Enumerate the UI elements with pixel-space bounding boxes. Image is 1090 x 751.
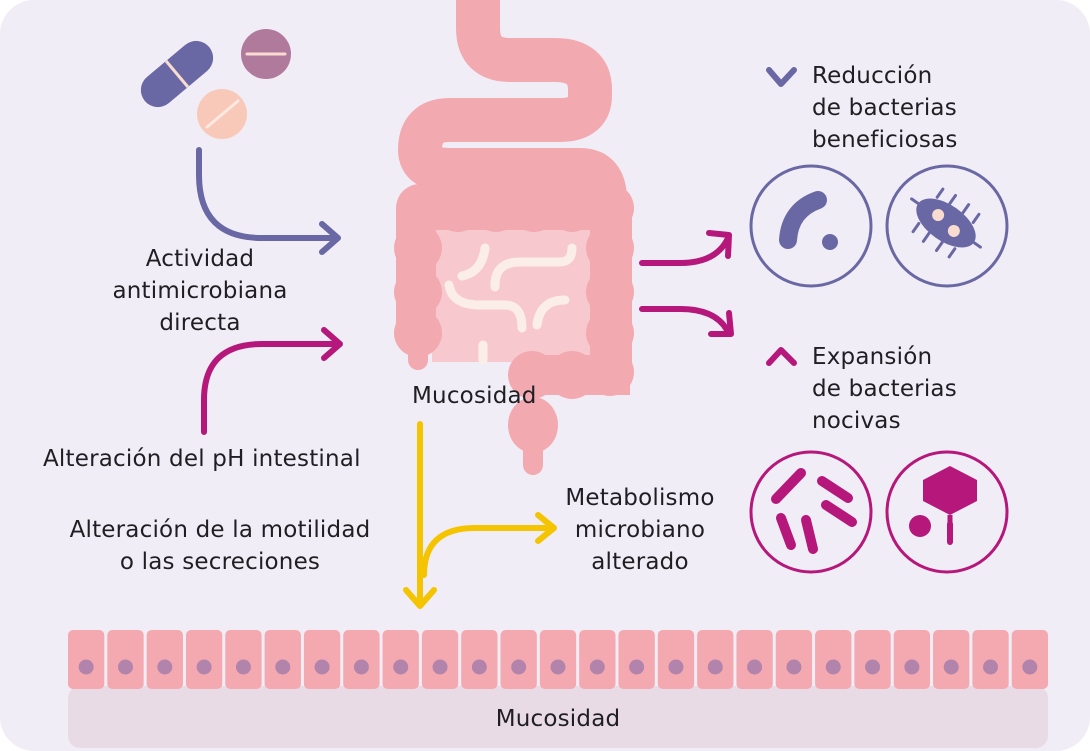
reduction-arrow bbox=[639, 237, 730, 266]
epithelial-cell bbox=[697, 630, 734, 689]
cell-nucleus bbox=[393, 659, 409, 675]
epithelial-cell bbox=[579, 630, 616, 689]
mucosa-base bbox=[68, 686, 1048, 748]
rod-bacteria-icon bbox=[749, 450, 873, 574]
bacteriophage-icon bbox=[885, 450, 1009, 574]
epithelial-cell bbox=[185, 630, 223, 689]
motility-arrowhead bbox=[403, 587, 437, 609]
metabolism-label: Metabolismo microbiano alterado bbox=[545, 482, 735, 578]
pills-icon bbox=[140, 29, 291, 139]
cell-nucleus bbox=[511, 659, 527, 675]
expansion-line-1: Expansión bbox=[812, 344, 933, 370]
epithelial-cell bbox=[382, 630, 419, 689]
cell-nucleus bbox=[668, 659, 684, 675]
cell-nucleus bbox=[707, 659, 723, 675]
reduction-label: Reducción de bacterias beneficiosas bbox=[812, 60, 958, 156]
motility-line-1: Alteración de la motilidad bbox=[69, 517, 371, 543]
epithelial-cell bbox=[107, 630, 144, 689]
round-pill-peach bbox=[197, 89, 247, 139]
motility-label: Alteración de la motilidad o las secreci… bbox=[50, 514, 390, 578]
cell-nucleus bbox=[78, 659, 94, 675]
cell-nucleus bbox=[235, 659, 251, 675]
antimicrobial-arrowhead bbox=[319, 221, 341, 255]
ph-arrow bbox=[201, 341, 341, 435]
cell-nucleus bbox=[117, 659, 133, 675]
expansion-arrowhead bbox=[708, 310, 734, 337]
epithelial-cell bbox=[264, 630, 301, 689]
metabolism-line-3: alterado bbox=[591, 549, 689, 575]
epithelial-cell bbox=[893, 630, 931, 689]
antimicrobial-line-2: antimicrobiana bbox=[112, 278, 288, 304]
epithelial-cell bbox=[775, 630, 813, 689]
epithelial-cell bbox=[618, 630, 655, 689]
antimicrobial-arrow bbox=[196, 147, 339, 241]
epithelial-cell bbox=[343, 630, 380, 689]
round-pill-mauve bbox=[241, 29, 291, 79]
epithelial-cell bbox=[68, 630, 105, 689]
expansion-line-2: de bacterias bbox=[812, 376, 957, 402]
epithelial-cell bbox=[972, 630, 1009, 689]
antimicrobial-line-3: directa bbox=[159, 310, 241, 336]
antimicrobial-label: Actividad antimicrobiana directa bbox=[95, 243, 305, 339]
reduction-line-2: de bacterias bbox=[812, 95, 957, 121]
cell-nucleus bbox=[275, 659, 291, 675]
epithelial-cell bbox=[657, 630, 695, 689]
epithelial-cell bbox=[461, 630, 498, 689]
metabolism-line-1: Metabolismo bbox=[565, 485, 715, 511]
cell-nucleus bbox=[157, 659, 173, 675]
antimicrobial-line-1: Actividad bbox=[145, 246, 255, 272]
reduction-line-3: beneficiosas bbox=[812, 127, 958, 153]
reduction-arrowhead bbox=[706, 230, 732, 259]
cell-nucleus bbox=[353, 659, 369, 675]
cell-nucleus bbox=[589, 659, 605, 675]
cell-nucleus bbox=[1022, 659, 1038, 675]
cell-nucleus bbox=[550, 659, 566, 675]
mucosa-top-label: Mucosidad bbox=[412, 383, 537, 409]
ciliated-bacterium-icon bbox=[885, 164, 1009, 288]
cell-nucleus bbox=[314, 659, 330, 675]
epithelial-cell bbox=[303, 630, 341, 689]
cell-nucleus bbox=[865, 659, 881, 675]
expansion-arrow bbox=[639, 306, 730, 333]
chevron-down-icon bbox=[766, 67, 797, 87]
metabolism-arrow bbox=[421, 525, 555, 578]
epithelial-cell bbox=[539, 630, 577, 689]
expansion-label: Expansión de bacterias nocivas bbox=[812, 341, 957, 437]
chevron-up-icon bbox=[766, 347, 797, 366]
ph-arrowhead bbox=[321, 327, 343, 361]
epithelial-cell bbox=[854, 630, 891, 689]
epithelial-cell bbox=[1011, 630, 1048, 689]
cell-nucleus bbox=[786, 659, 802, 675]
epithelium-cells bbox=[68, 630, 1048, 689]
expansion-line-3: nocivas bbox=[812, 408, 901, 434]
reduction-line-1: Reducción bbox=[812, 63, 933, 89]
epithelial-cell bbox=[815, 630, 852, 689]
epithelial-cell bbox=[933, 630, 970, 689]
motility-line-2: o las secreciones bbox=[119, 549, 321, 575]
epithelial-cell bbox=[421, 630, 459, 689]
cell-nucleus bbox=[943, 659, 959, 675]
cell-nucleus bbox=[747, 659, 763, 675]
epithelial-cell bbox=[736, 630, 773, 689]
metabolism-arrowhead bbox=[535, 512, 557, 544]
curved-bacterium-icon bbox=[749, 164, 873, 288]
cell-nucleus bbox=[629, 659, 645, 675]
capsule-pill bbox=[140, 40, 214, 108]
ph-label: Alteración del pH intestinal bbox=[43, 446, 361, 472]
metabolism-line-2: microbiano bbox=[574, 517, 706, 543]
cell-nucleus bbox=[471, 659, 487, 675]
cell-nucleus bbox=[904, 659, 920, 675]
cell-nucleus bbox=[196, 659, 212, 675]
epithelial-cell bbox=[225, 630, 262, 689]
cell-nucleus bbox=[983, 659, 999, 675]
epithelial-cell bbox=[146, 630, 183, 689]
cell-nucleus bbox=[825, 659, 841, 675]
intestine-illustration bbox=[394, 0, 634, 475]
cell-nucleus bbox=[432, 659, 448, 675]
mucosa-bottom-label: Mucosidad bbox=[495, 706, 621, 732]
epithelial-cell bbox=[500, 630, 537, 689]
